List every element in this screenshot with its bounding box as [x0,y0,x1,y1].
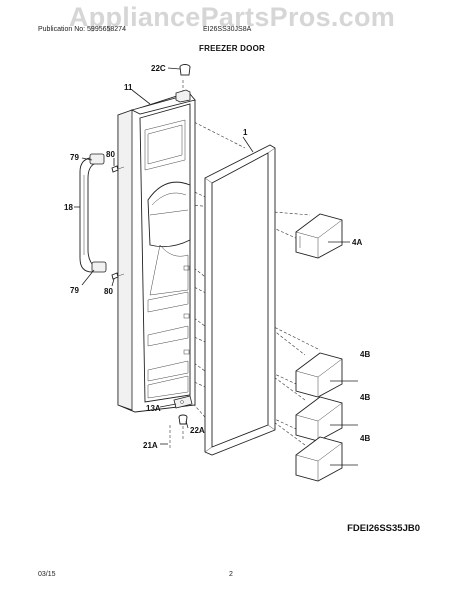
part-4b-door-bin-3 [295,436,343,482]
part-4a-door-bin [295,213,343,259]
part-4b-door-bin-2 [295,396,343,442]
callout-80-upper: 80 [106,150,115,159]
callout-leaders [74,67,358,466]
part-4b-door-bin-1 [295,352,343,398]
callout-1: 1 [243,128,248,137]
callout-4b-2: 4B [360,393,370,402]
diagram-code: FDEI26SS35JB0 [347,523,420,534]
callout-4b-3: 4B [360,434,370,443]
model-number: EI26SS30JS8A [203,26,252,33]
callout-4a: 4A [352,238,362,247]
callout-18: 18 [64,203,73,212]
watermark: AppliancePartsPros.com [68,2,396,32]
publication-number: Publication No: 5995658274 [38,26,126,33]
part-80-screw-lower [111,272,125,280]
callout-22a: 22A [190,426,205,435]
diagram-title: FREEZER DOOR [199,44,265,53]
footer-date: 03/15 [38,571,56,578]
part-22c-bushing [179,64,191,76]
part-11-door-body [117,89,196,413]
footer-page-number: 2 [229,571,233,578]
part-13a-hinge [173,395,193,409]
callout-22c: 22C [151,64,166,73]
part-22a-bushing [178,414,188,425]
callout-11: 11 [124,83,133,92]
callout-79-lower: 79 [70,286,79,295]
part-18-handle [79,153,107,273]
callout-79-upper: 79 [70,153,79,162]
part-1-gasket [204,144,276,456]
callout-21a: 21A [143,441,158,450]
callout-labels: 22C 11 1 79 80 18 79 80 4A 4B 4B 4B 13A … [64,64,370,450]
part-21a-pin [169,425,184,448]
part-80-screw-upper [111,165,125,173]
callout-4b-1: 4B [360,350,370,359]
callout-80-lower: 80 [104,287,113,296]
callout-13a: 13A [146,404,161,413]
